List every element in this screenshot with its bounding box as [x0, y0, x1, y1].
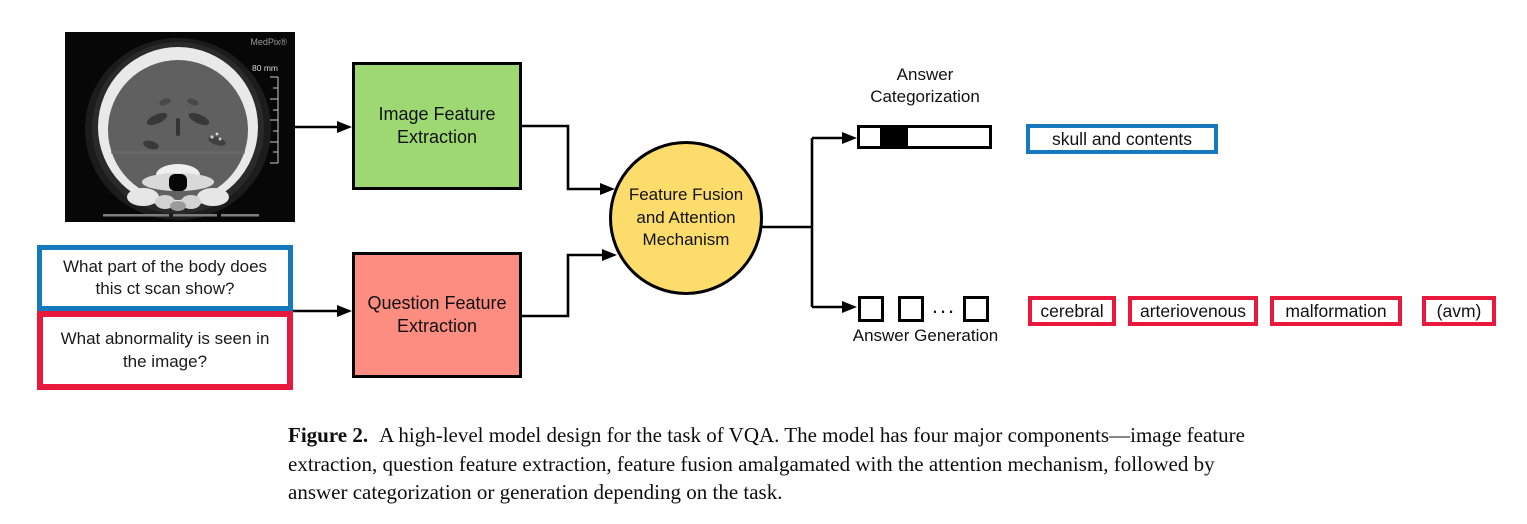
generated-word-box: malformation [1270, 296, 1402, 326]
categorization-selected-segment [880, 127, 908, 147]
image-footer-text [103, 214, 259, 217]
question-feature-extraction-node: Question Feature Extraction [352, 252, 522, 378]
generated-word-box: cerebral [1028, 296, 1116, 326]
question-text-blue: What part of the body does this ct scan … [62, 256, 268, 298]
generated-word-box: (avm) [1422, 296, 1496, 326]
feature-fusion-label: Feature Fusion and Attention Mechanism [628, 185, 744, 250]
question-feature-extraction-label: Question Feature Extraction [367, 292, 507, 336]
generation-token-square [963, 296, 989, 322]
answer-categorization-label: Answer Categorization [870, 65, 980, 106]
image-feature-extraction-node: Image Feature Extraction [352, 62, 522, 190]
medpix-watermark: MedPix® [250, 37, 287, 47]
image-feature-extraction-label: Image Feature Extraction [378, 103, 496, 147]
figure-caption-text: A high-level model design for the task o… [288, 423, 1245, 505]
generated-word: arteriovenous [1139, 300, 1247, 321]
generated-word: malformation [1285, 300, 1387, 321]
categorization-answer-box: skull and contents [1026, 124, 1218, 154]
question-box-red: What abnormality is seen in the image? [37, 311, 293, 390]
categorization-probability-bar [857, 125, 992, 149]
generated-word-box: arteriovenous [1128, 296, 1258, 326]
categorization-answer-text: skull and contents [1051, 128, 1193, 149]
feature-fusion-node: Feature Fusion and Attention Mechanism [609, 141, 763, 295]
answer-generation-label: Answer Generation [852, 326, 999, 345]
generation-token-square [898, 296, 924, 322]
question-box-blue: What part of the body does this ct scan … [37, 245, 293, 311]
ct-scan-image: MedPix® 80 mm [65, 32, 295, 222]
figure-caption: Figure 2.A high-level model design for t… [288, 421, 1253, 507]
question-text-red: What abnormality is seen in the image? [60, 329, 270, 371]
generated-word: (avm) [1436, 300, 1482, 321]
scale-label: 80 mm [252, 63, 278, 73]
generated-word: cerebral [1040, 300, 1104, 321]
generation-ellipsis: ... [931, 293, 957, 318]
scale-ruler [270, 76, 279, 164]
generation-token-square [858, 296, 884, 322]
figure-caption-number: Figure 2. [288, 423, 369, 447]
